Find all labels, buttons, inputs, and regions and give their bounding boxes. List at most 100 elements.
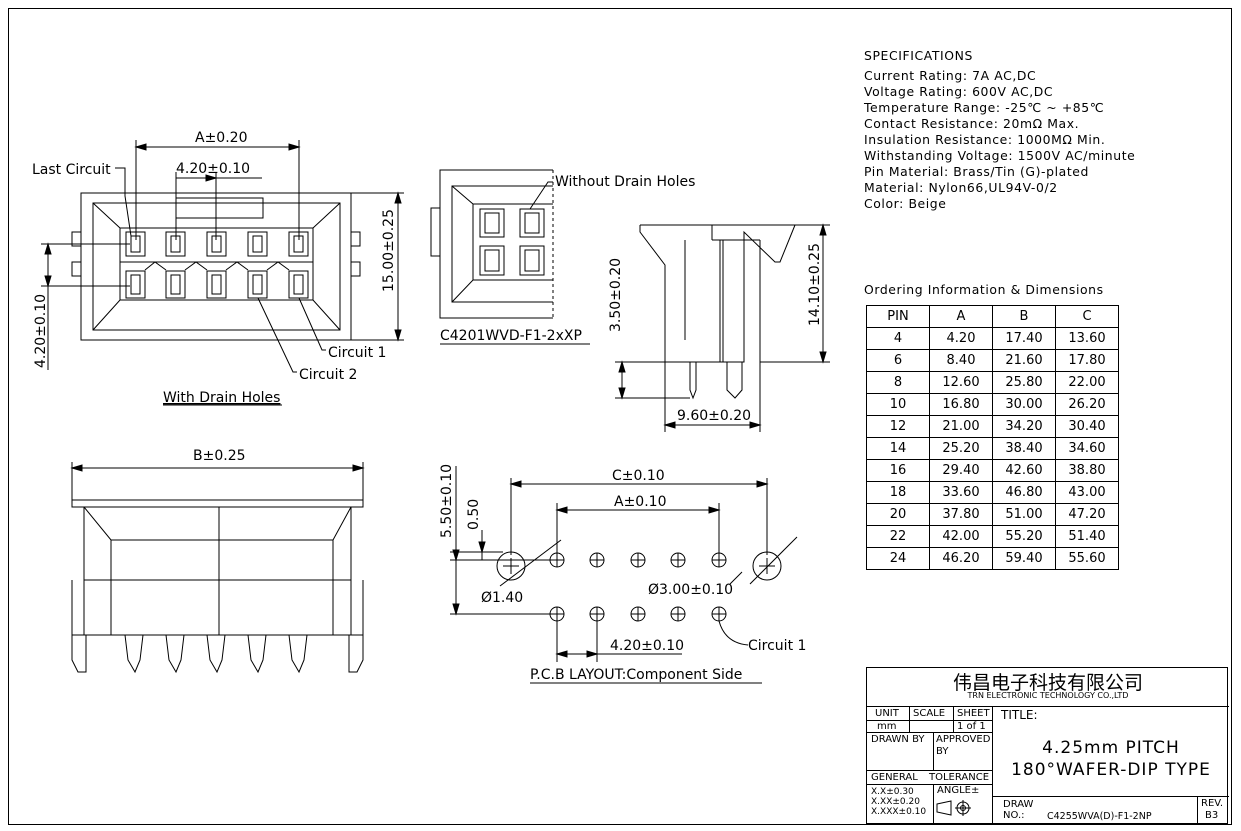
pcb-pitch-label: 4.20±0.10	[610, 638, 684, 654]
scale-label: SCALE	[913, 708, 946, 719]
tolerance-1: X.X±0.30	[871, 787, 914, 797]
dim-1410-label: 14.10±0.25	[807, 243, 823, 326]
spec-line: Temperature Range: -25℃ ~ +85℃	[864, 100, 1105, 115]
dim-b-label: B±0.25	[193, 448, 246, 464]
sheet-value: 1 of 1	[957, 721, 986, 732]
ordering-heading: Ordering Information & Dimensions	[864, 282, 1104, 297]
table-cell: 42.60	[992, 459, 1056, 482]
pcb-layout	[450, 466, 798, 662]
projection-symbol-icon	[936, 800, 971, 816]
table-cell: 33.60	[929, 481, 993, 504]
table-cell: 17.40	[992, 327, 1056, 350]
draw-no-value: C4255WVA(D)-F1-2NP	[1047, 811, 1152, 822]
dim-15-label: 15.00±0.25	[381, 209, 397, 292]
table-cell: 30.40	[1055, 415, 1119, 438]
table-cell: 51.40	[1055, 525, 1119, 548]
table-cell: 34.20	[992, 415, 1056, 438]
title-line-2: 180°WAFER-DIP TYPE	[1011, 760, 1211, 780]
col-header: B	[992, 305, 1056, 328]
table-cell: 47.20	[1055, 503, 1119, 526]
table-cell: 21.00	[929, 415, 993, 438]
dim-960-label: 9.60±0.20	[677, 408, 751, 424]
table-cell: 8.40	[929, 349, 993, 372]
company-name-en: TRN ELECTRONIC TECHNOLOGY CO.,LTD	[967, 691, 1129, 700]
company-name-cn: 伟昌电子科技有限公司	[952, 672, 1143, 694]
table-cell: 55.60	[1055, 547, 1119, 570]
title-label: TITLE:	[1001, 708, 1038, 722]
spec-line: Color: Beige	[864, 196, 947, 211]
tolerance-label: TOLERANCE	[929, 772, 990, 783]
table-cell: 24	[866, 547, 930, 570]
dim-350-label: 3.50±0.20	[608, 258, 624, 332]
table-cell: 22.00	[1055, 371, 1119, 394]
spec-line: Current Rating: 7A AC,DC	[864, 68, 1037, 83]
last-circuit-label: Last Circuit	[32, 162, 111, 178]
table-cell: 12.60	[929, 371, 993, 394]
table-cell: 38.80	[1055, 459, 1119, 482]
dim-c-label: C±0.10	[612, 468, 665, 484]
top-row-terminals	[125, 231, 309, 257]
table-cell: 14	[866, 437, 930, 460]
spec-line: Contact Resistance: 20mΩ Max.	[864, 116, 1080, 131]
table-cell: 46.20	[929, 547, 993, 570]
table-cell: 12	[866, 415, 930, 438]
side-view	[615, 223, 830, 432]
table-cell: 8	[866, 371, 930, 394]
draw-no-label: DRAW NO.:	[1003, 799, 1034, 821]
approved-by-label: APPROVED BY	[936, 734, 991, 757]
table-cell: 18	[866, 481, 930, 504]
without-drain-holes-label: Without Drain Holes	[555, 174, 695, 190]
col-header: A	[929, 305, 993, 328]
dim-420-vertical-label: 4.20±0.10	[33, 294, 49, 368]
table-cell: 20	[866, 503, 930, 526]
front-view	[70, 462, 365, 674]
table-cell: 38.40	[992, 437, 1056, 460]
specifications-heading: SPECIFICATIONS	[864, 48, 973, 63]
dia-300-label: Ø3.00±0.10	[648, 582, 733, 598]
table-cell: 13.60	[1055, 327, 1119, 350]
spec-line: Voltage Rating: 600V AC,DC	[864, 84, 1054, 99]
table-cell: 59.40	[992, 547, 1056, 570]
rev-value: B3	[1205, 810, 1219, 821]
table-cell: 16	[866, 459, 930, 482]
table-cell: 51.00	[992, 503, 1056, 526]
table-cell: 55.20	[992, 525, 1056, 548]
table-cell: 26.20	[1055, 393, 1119, 416]
table-cell: 22	[866, 525, 930, 548]
sheet-label: SHEET	[957, 708, 990, 719]
unit-value: mm	[877, 721, 897, 732]
rev-label: REV.	[1201, 798, 1223, 809]
spec-line: Pin Material: Brass/Tin (G)-plated	[864, 164, 1089, 179]
part-number-caption: C4201WVD-F1-2xXP	[440, 328, 582, 344]
table-cell: 4.20	[929, 327, 993, 350]
table-cell: 21.60	[992, 349, 1056, 372]
table-cell: 43.00	[1055, 481, 1119, 504]
table-header-row: PIN A B C	[866, 305, 1119, 328]
drawn-by-label: DRAWN BY	[871, 734, 925, 745]
table-cell: 16.80	[929, 393, 993, 416]
pcb-bottom-row-holes	[549, 606, 727, 622]
drawing-border	[8, 8, 1232, 825]
table-cell: 46.80	[992, 481, 1056, 504]
pcb-top-row-holes	[549, 552, 727, 568]
tolerance-3: X.XXX±0.10	[871, 807, 927, 817]
dia-140-label: Ø1.40	[481, 590, 523, 606]
with-drain-holes-caption: With Drain Holes	[163, 390, 280, 406]
spec-line: Material: Nylon66,UL94V-0/2	[864, 180, 1058, 195]
general-label: GENERAL	[871, 772, 918, 783]
dim-050-label: 0.50	[466, 499, 482, 530]
top-view-with-drain-holes	[41, 140, 404, 373]
dim-a-label: A±0.20	[195, 130, 247, 146]
title-line-1: 4.25mm PITCH	[1042, 738, 1180, 758]
specifications-block: SPECIFICATIONS Current Rating: 7A AC,DC …	[864, 48, 1135, 212]
col-header: PIN	[866, 305, 930, 328]
